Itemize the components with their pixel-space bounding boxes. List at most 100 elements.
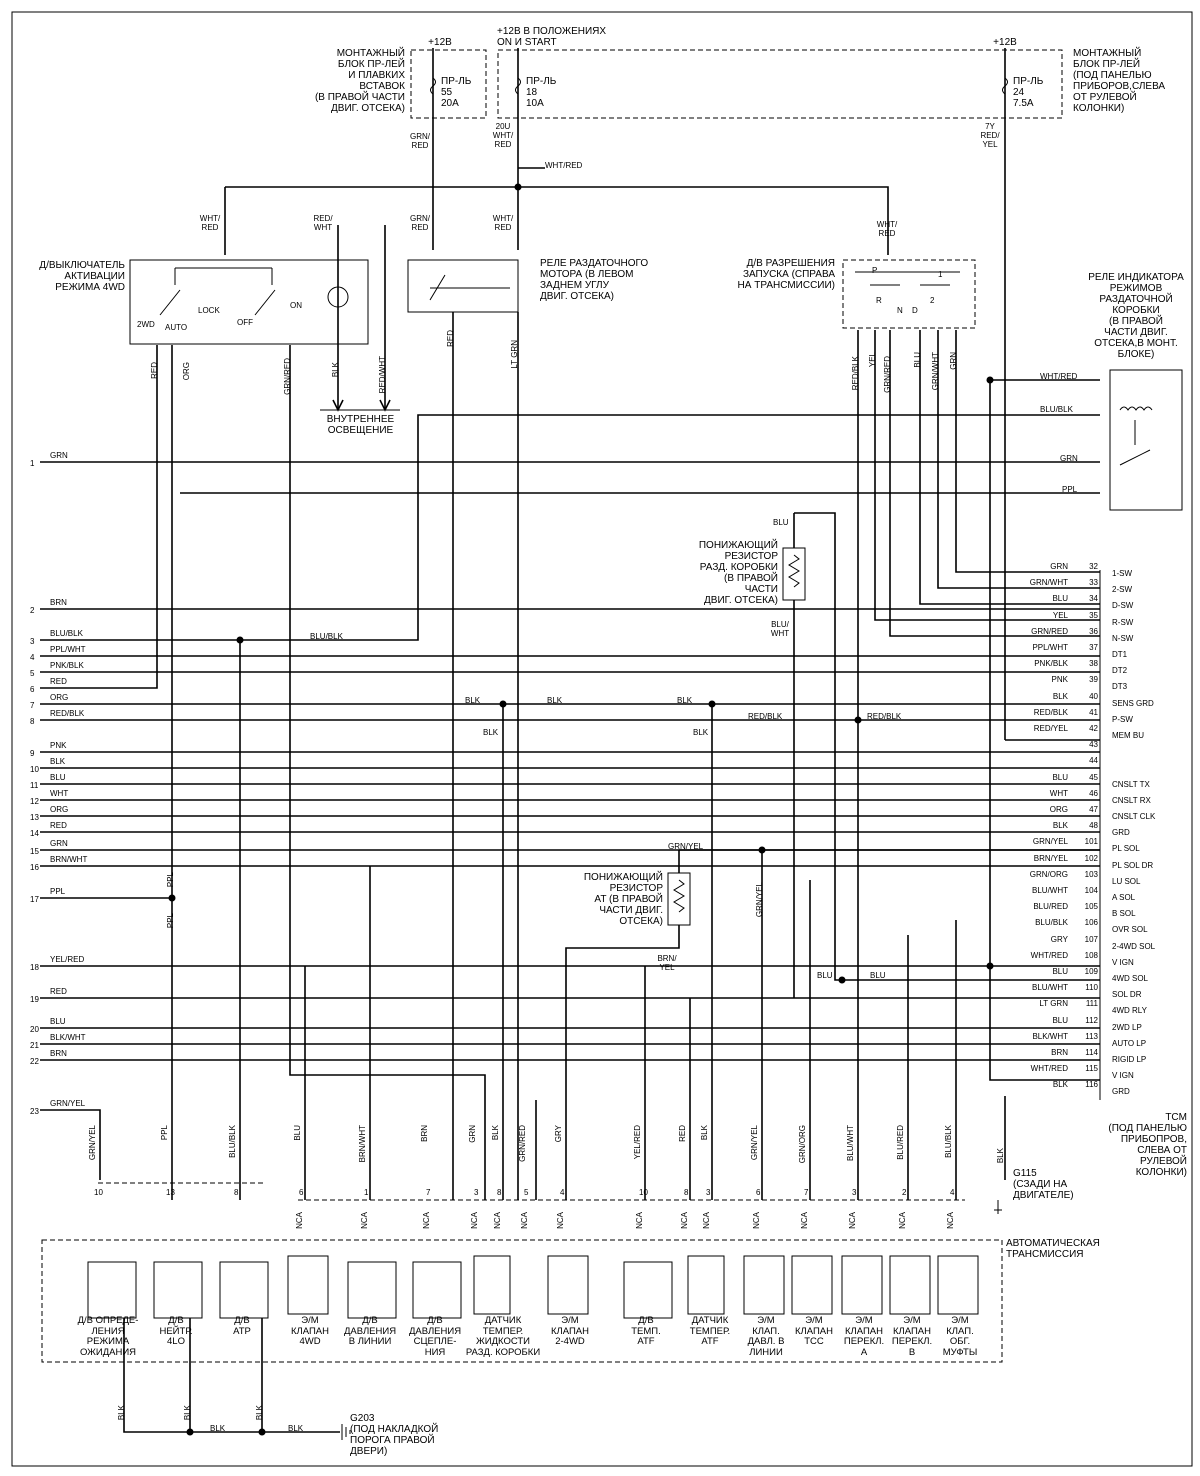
left-connector-wire-color: YEL/RED [50,955,85,964]
tcm-pin-number: 106 [1084,918,1098,927]
tcm-pin-number: 109 [1084,967,1098,976]
wire-ppl-v2: PPL [166,913,175,929]
bottom-wire-color: PPL [160,1125,169,1141]
left-connector-wire-color: PPL/WHT [50,645,86,654]
left-connector-pin: 3 [30,637,35,646]
left-connector-wire-color: BLU [50,1017,66,1026]
left-connector-pin: 11 [30,781,39,790]
tcm-pin-number: 105 [1084,902,1098,911]
fuse-block-engine [410,49,487,119]
trans-component-label: Д/В ОПРЕДЕ- ЛЕНИЯ РЕЖИМА ОЖИДАНИЯ [77,1315,139,1358]
left-connector-wire-color: RED [50,821,67,830]
wire-blk-g115: BLK [996,1148,1005,1164]
bottom-wire-color: RED [678,1125,687,1142]
wire-st-grn-wht: GRN/WHT [931,352,940,391]
wire-grd-blk3: BLK [255,1405,264,1421]
left-connector-pin: 17 [30,895,39,904]
left-connector-wire-color: RED/BLK [50,709,85,718]
auto-trans-box [41,1239,1003,1363]
sw-2wd: 2WD [137,320,155,329]
bottom-pin-number: 8 [684,1188,689,1197]
p12-mid: +12B В ПОЛОЖЕНИЯХ ON И START [497,26,607,48]
tcm-wire-color: PNK/BLK [1034,659,1068,668]
wire-blk-v2: BLK [693,728,709,737]
tcm-pin-function: 4WD RLY [1112,1006,1147,1015]
bottom-pin-number: 1 [364,1188,369,1197]
wire-st-yel: YEL [868,352,877,368]
bottom-wire-color: BLU/BLK [944,1125,953,1158]
indicator-relay-box [1109,369,1183,511]
left-connector-wire-color: BLK [50,757,66,766]
wire-blu-blk-mid: BLU/BLK [310,632,343,641]
trans-component-label: Д/В ДАВЛЕНИЯ В ЛИНИИ [343,1315,397,1347]
left-connector-wire-color: BRN [50,1049,67,1058]
tcm-wire-color: WHT/RED [1030,1064,1068,1073]
sw-lock: LOCK [198,306,220,315]
wire-sw-blk: BLK [331,362,340,378]
tcm-pin-function: GRD [1112,828,1130,837]
trans-component-label: Э/М КЛАП. ДАВЛ. В ЛИНИИ [747,1315,785,1358]
sw-auto: AUTO [165,323,188,332]
fuse-block-engine-label: МОНТАЖНЫЙ БЛОК ПР-ЛЕЙ И ПЛАВКИХ ВСТАВОК … [314,48,405,114]
tcm-label: TCM (ПОД ПАНЕЛЬЮ ПРИБОПРОВ, СЛЕВА ОТ РУЛ… [1108,1112,1187,1178]
left-connector-pin: 4 [30,653,35,662]
left-connector-pin: 16 [30,863,39,872]
bottom-wire-color: BLK [700,1125,709,1141]
trans-component-label: ДАТЧИК ТЕМПЕР. ATF [689,1315,731,1347]
left-connector-wire-color: PPL [50,887,66,896]
bottom-pin-number: 7 [426,1188,431,1197]
tcm-pin-function: CNSLT TX [1112,780,1150,789]
bottom-pin-number: 3 [474,1188,479,1197]
wire-grn-yel-v: GRN/YEL [755,882,764,918]
wire-sw-wht-red: WHT/ RED [199,214,221,232]
trans-component-label: Э/М КЛАПАН ПЕРЕКЛ. A [843,1315,885,1358]
nca-label: NCA [946,1212,955,1229]
bottom-pin-number: 2 [902,1188,907,1197]
left-connector-pin: 12 [30,797,39,806]
fuse-block-dash [497,49,1063,119]
left-connector-wire-color: RED [50,987,67,996]
bottom-wire-color: BLU/RED [896,1125,905,1160]
tcm-pin-number: 113 [1085,1032,1098,1041]
tcm-pin-function: MEM BU [1112,731,1144,740]
left-connector-wire-color: ORG [50,693,69,702]
tcm-wire-color: PNK [1051,675,1068,684]
left-connector-wire-color: ORG [50,805,69,814]
tcm-wire-color: BLU [1052,773,1068,782]
tcm-pin-function: SOL DR [1112,990,1142,999]
wire-red-blk-mid: RED/BLK [748,712,783,721]
tcm-pin-number: 45 [1089,773,1098,782]
wire-red-yel-top: 7Y RED/ YEL [980,122,1000,149]
bottom-pin-number: 5 [524,1188,529,1197]
left-connector-wire-color: BRN/WHT [50,855,88,864]
wire-grd-blk2: BLK [183,1405,192,1421]
nca-label: NCA [848,1212,857,1229]
tcm-pin-number: 48 [1089,821,1098,830]
trans-component-label: ДАТЧИК ТЕМПЕР. ЖИДКОСТИ РАЗД. КОРОБКИ [465,1315,541,1358]
tcm-wire-color: BLU/WHT [1032,983,1068,992]
tcm-wire-color: WHT [1049,789,1068,798]
nca-label: NCA [520,1212,529,1229]
st-n: N [897,306,903,315]
trans-component-label: Д/В НЕЙТР. 4LO [159,1315,193,1347]
wire-ir-grn: GRN [1060,454,1078,463]
bottom-pin-number: 10 [639,1188,648,1197]
left-connector-pin: 8 [30,717,35,726]
trans-component-label: Д/В ДАВЛЕНИЯ СЦЕПЛЕ- НИЯ [408,1315,462,1358]
left-connector-pin: 14 [30,829,39,838]
tcm-wire-color: BRN [1051,1048,1068,1057]
transfer-relay-label: РЕЛЕ РАЗДАТОЧНОГО МОТОРА (В ЛЕВОМ ЗАДНЕМ… [540,258,649,302]
tcm-pin-number: 115 [1085,1064,1098,1073]
auto-trans-label: АВТОМАТИЧЕСКАЯ ТРАНСМИССИЯ [1006,1238,1100,1260]
left-connector-wire-color: PNK/BLK [50,661,84,670]
trans-component-label: Д/В ТЕМП. ATF [631,1315,661,1347]
tcm-wire-color: BRN/YEL [1033,854,1068,863]
tcm-pin-number: 103 [1084,870,1098,879]
resistor-tc-label: ПОНИЖАЮЩИЙ РЕЗИСТОР РАЗД. КОРОБКИ (В ПРА… [698,540,778,606]
left-connector-wire-color: GRN [50,451,68,460]
nca-label: NCA [360,1212,369,1229]
st-d: D [912,306,918,315]
tcm-pin-number: 47 [1089,805,1098,814]
wire-sw-org: ORG [182,362,191,381]
tcm-wire-color: BLU [1052,967,1068,976]
